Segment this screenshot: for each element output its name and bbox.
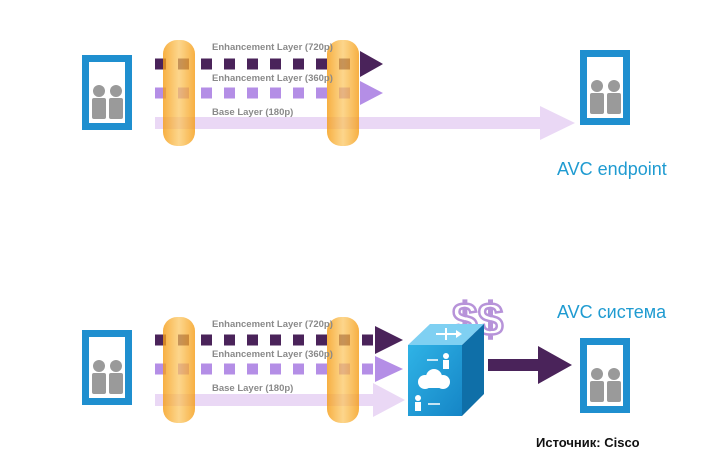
bottom-layer-label-720: Enhancement Layer (720p)	[212, 319, 333, 330]
bottom-source-endpoint-icon	[82, 330, 132, 405]
top-caption: AVC endpoint	[557, 159, 667, 179]
top-source-endpoint-icon	[82, 55, 132, 130]
top-right-cylinder	[327, 40, 359, 146]
top-layer-label-360: Enhancement Layer (360p)	[212, 73, 333, 84]
mcu-output-arrow	[488, 346, 572, 384]
bottom-enhancement-720-arrow	[155, 326, 403, 354]
top-enhancement-720-arrow	[155, 51, 383, 77]
bottom-right-cylinder	[327, 317, 359, 423]
bottom-base-layer-arrow	[155, 383, 405, 417]
top-avc-endpoint-icon	[580, 50, 630, 125]
top-enhancement-360-arrow	[155, 81, 383, 105]
top-layer-label-base: Base Layer (180p)	[212, 107, 293, 118]
bottom-diagram: Enhancement Layer (720p) Enhancement Lay…	[82, 292, 667, 423]
bottom-left-cylinder	[163, 317, 195, 423]
bottom-enhancement-360-arrow	[155, 356, 403, 382]
top-layer-label-720: Enhancement Layer (720p)	[212, 42, 333, 53]
bottom-layer-label-360: Enhancement Layer (360p)	[212, 349, 333, 360]
top-left-cylinder	[163, 40, 195, 146]
mcu-cube-icon	[408, 324, 484, 416]
bottom-layer-label-base: Base Layer (180p)	[212, 383, 293, 394]
source-credit: Источник: Cisco	[536, 435, 640, 450]
bottom-caption: AVC система	[557, 302, 667, 322]
top-diagram: Enhancement Layer (720p) Enhancement Lay…	[82, 40, 667, 179]
bottom-avc-endpoint-icon	[580, 338, 630, 413]
